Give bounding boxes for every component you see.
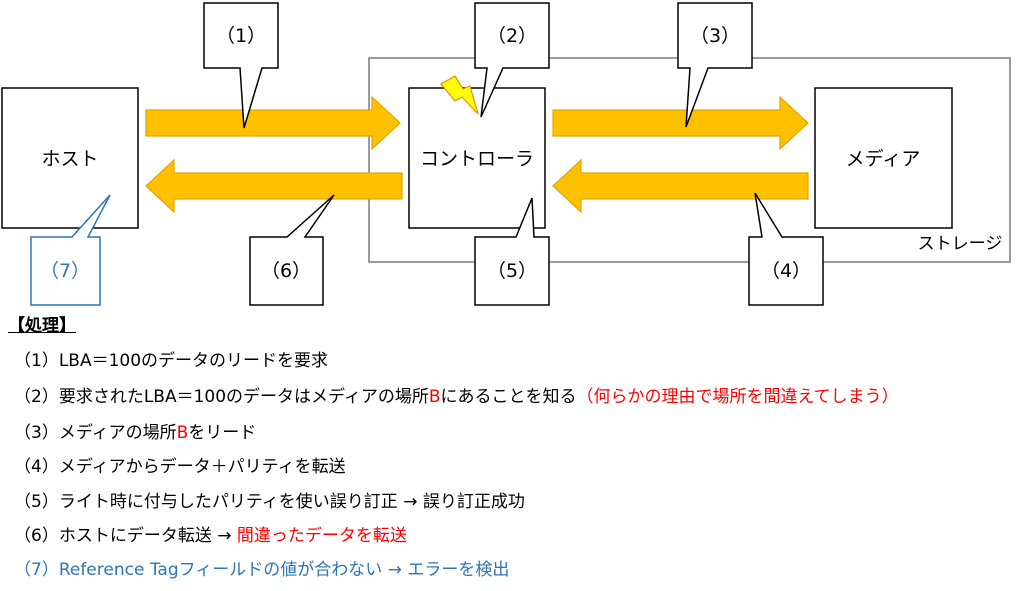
lightning-bolt-icon bbox=[440, 75, 479, 115]
arrow-controller-to-media bbox=[552, 95, 809, 151]
callout-7-label: （7） bbox=[40, 260, 90, 282]
host-box bbox=[1, 87, 139, 229]
step-text: をリード bbox=[188, 423, 257, 443]
step-highlight: B bbox=[428, 387, 441, 407]
step-text: （3）メディアの場所 bbox=[14, 423, 177, 443]
process-heading: 【処理】 bbox=[8, 316, 76, 336]
callout-5-label: （5） bbox=[487, 260, 537, 282]
step-highlight: 間違ったデータを転送 bbox=[236, 526, 407, 546]
callout-5 bbox=[474, 197, 550, 306]
step-highlight: B bbox=[176, 423, 189, 443]
callout-4-label: （4） bbox=[761, 260, 811, 282]
callout-3-label: （3） bbox=[690, 25, 740, 47]
callout-1-label: （1） bbox=[216, 25, 266, 47]
process-step-2: （2）要求されたLBA＝100のデータはメディアの場所Bにあることを知る（何らか… bbox=[14, 386, 899, 408]
callout-2 bbox=[474, 2, 550, 118]
process-step-3: （3）メディアの場所Bをリード bbox=[14, 422, 256, 444]
step-text: （6）ホストにデータ転送 → bbox=[14, 526, 237, 546]
storage-flow-diagram: ストレージ ホスト コントローラ メディア （1） （2） （3） （4） （5… bbox=[1, 2, 1011, 306]
arrow-controller-to-host bbox=[145, 158, 403, 214]
controller-label: コントローラ bbox=[420, 148, 534, 170]
process-step-6: （6）ホストにデータ転送 → 間違ったデータを転送 bbox=[14, 525, 407, 547]
media-box bbox=[814, 87, 953, 229]
process-step-4: （4）メディアからデータ＋パリティを転送 bbox=[14, 456, 346, 478]
callout-1 bbox=[203, 2, 279, 129]
arrow-host-to-controller bbox=[145, 95, 401, 151]
step-text: にあることを知る bbox=[440, 387, 577, 407]
callout-4 bbox=[748, 192, 824, 306]
host-label: ホスト bbox=[41, 148, 98, 170]
media-label: メディア bbox=[846, 148, 921, 170]
callout-2-label: （2） bbox=[487, 25, 537, 47]
step-text: （5）ライト時に付与したパリティを使い誤り訂正 → 誤り訂正成功 bbox=[14, 492, 525, 512]
step-text: （1）LBA＝100のデータのリードを要求 bbox=[14, 351, 329, 371]
callout-3 bbox=[677, 2, 753, 128]
arrow-media-to-controller bbox=[552, 158, 809, 214]
process-step-7: （7）Reference Tagフィールドの値が合わない → エラーを検出 bbox=[14, 559, 509, 581]
step-text: （4）メディアからデータ＋パリティを転送 bbox=[14, 457, 346, 477]
process-step-5: （5）ライト時に付与したパリティを使い誤り訂正 → 誤り訂正成功 bbox=[14, 491, 525, 513]
callout-7 bbox=[30, 194, 111, 306]
step-text: （7）Reference Tagフィールドの値が合わない → エラーを検出 bbox=[14, 560, 510, 580]
process-step-1: （1）LBA＝100のデータのリードを要求 bbox=[14, 350, 328, 372]
callout-6 bbox=[249, 194, 335, 306]
callout-6-label: （6） bbox=[261, 260, 311, 282]
step-text: （2）要求されたLBA＝100のデータはメディアの場所 bbox=[14, 387, 429, 407]
storage-label: ストレージ bbox=[918, 234, 1003, 254]
step-highlight: （何らかの理由で場所を間違えてしまう） bbox=[576, 387, 899, 407]
